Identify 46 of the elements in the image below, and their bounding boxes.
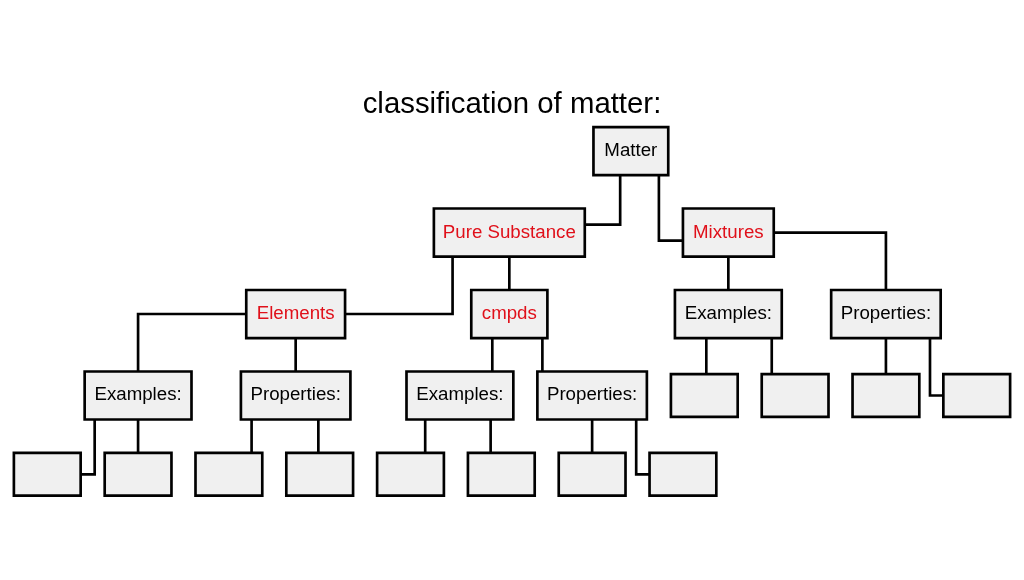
node-box bbox=[557, 451, 627, 497]
connector bbox=[770, 338, 774, 374]
node-box bbox=[284, 451, 355, 497]
connector bbox=[489, 419, 492, 453]
node-box bbox=[851, 372, 921, 419]
node-box: Properties: bbox=[239, 370, 352, 421]
node-box bbox=[648, 451, 718, 497]
node-box: Examples: bbox=[405, 370, 515, 421]
connector bbox=[136, 312, 247, 372]
node-box: Mixtures bbox=[681, 207, 776, 258]
node-box: Matter bbox=[592, 125, 670, 177]
connector bbox=[317, 419, 320, 453]
connector bbox=[704, 338, 708, 374]
connector bbox=[657, 175, 683, 242]
node-box: Elements bbox=[244, 288, 347, 340]
connector bbox=[928, 338, 944, 397]
connector bbox=[884, 338, 888, 374]
connector bbox=[345, 257, 454, 316]
node-box bbox=[760, 372, 830, 419]
connector bbox=[585, 175, 622, 226]
node-box bbox=[12, 451, 82, 497]
node-box: Properties: bbox=[536, 370, 649, 421]
node-box: Pure Substance bbox=[432, 207, 587, 258]
connector bbox=[490, 338, 494, 372]
node-box: Properties: bbox=[829, 288, 942, 340]
connector bbox=[136, 419, 140, 453]
node-box bbox=[375, 451, 446, 497]
node-box: Examples: bbox=[673, 288, 784, 340]
node-box bbox=[942, 372, 1012, 419]
connector bbox=[590, 419, 594, 453]
connector bbox=[294, 338, 297, 372]
connector bbox=[250, 419, 253, 453]
connector bbox=[634, 419, 650, 476]
connector bbox=[773, 231, 888, 290]
node-box bbox=[194, 451, 264, 497]
node-box: Examples: bbox=[83, 370, 193, 421]
node-box bbox=[103, 451, 173, 497]
diagram-title: classification of matter: bbox=[362, 86, 662, 120]
node-box bbox=[466, 451, 537, 497]
node-box: cmpds bbox=[469, 288, 549, 340]
connector bbox=[508, 257, 511, 290]
connector bbox=[541, 338, 544, 372]
connector bbox=[727, 257, 730, 290]
node-box bbox=[669, 372, 740, 419]
connector bbox=[80, 419, 96, 476]
connector bbox=[423, 419, 427, 453]
